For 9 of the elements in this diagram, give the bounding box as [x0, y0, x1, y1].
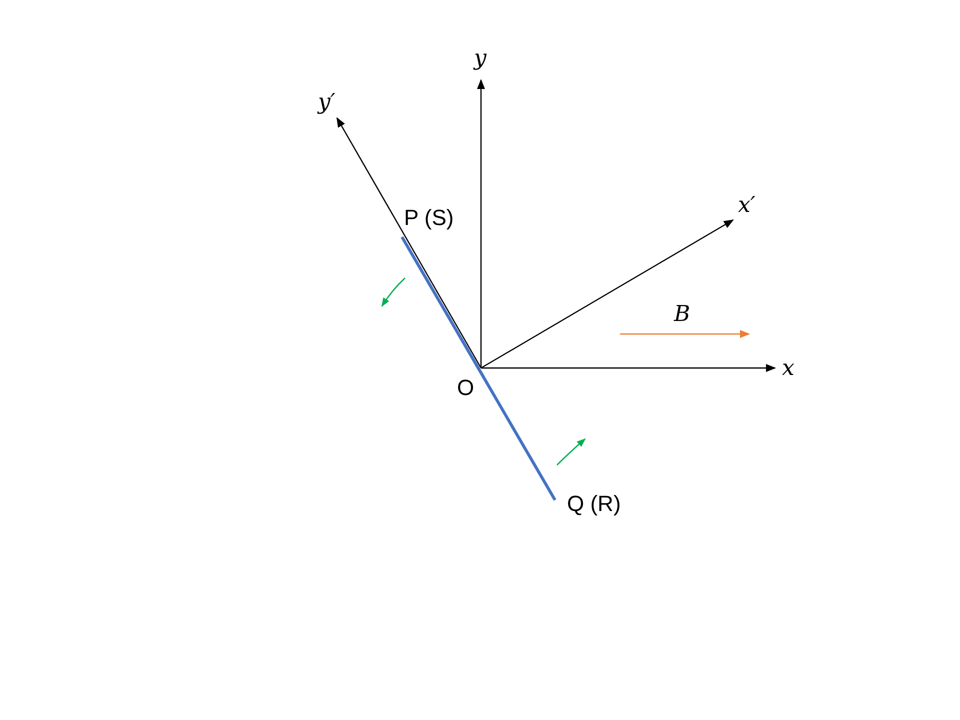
axis-label: y — [474, 46, 486, 72]
rod-line — [400, 236, 556, 501]
axis-label: B — [674, 302, 690, 328]
origin-label: O — [457, 375, 474, 401]
axis-label: x′ — [738, 193, 756, 219]
axis-label: y′ — [318, 90, 336, 116]
point-label: Q (R) — [567, 491, 621, 517]
point-label: P (S) — [404, 205, 454, 231]
axis-label: x — [782, 356, 794, 382]
